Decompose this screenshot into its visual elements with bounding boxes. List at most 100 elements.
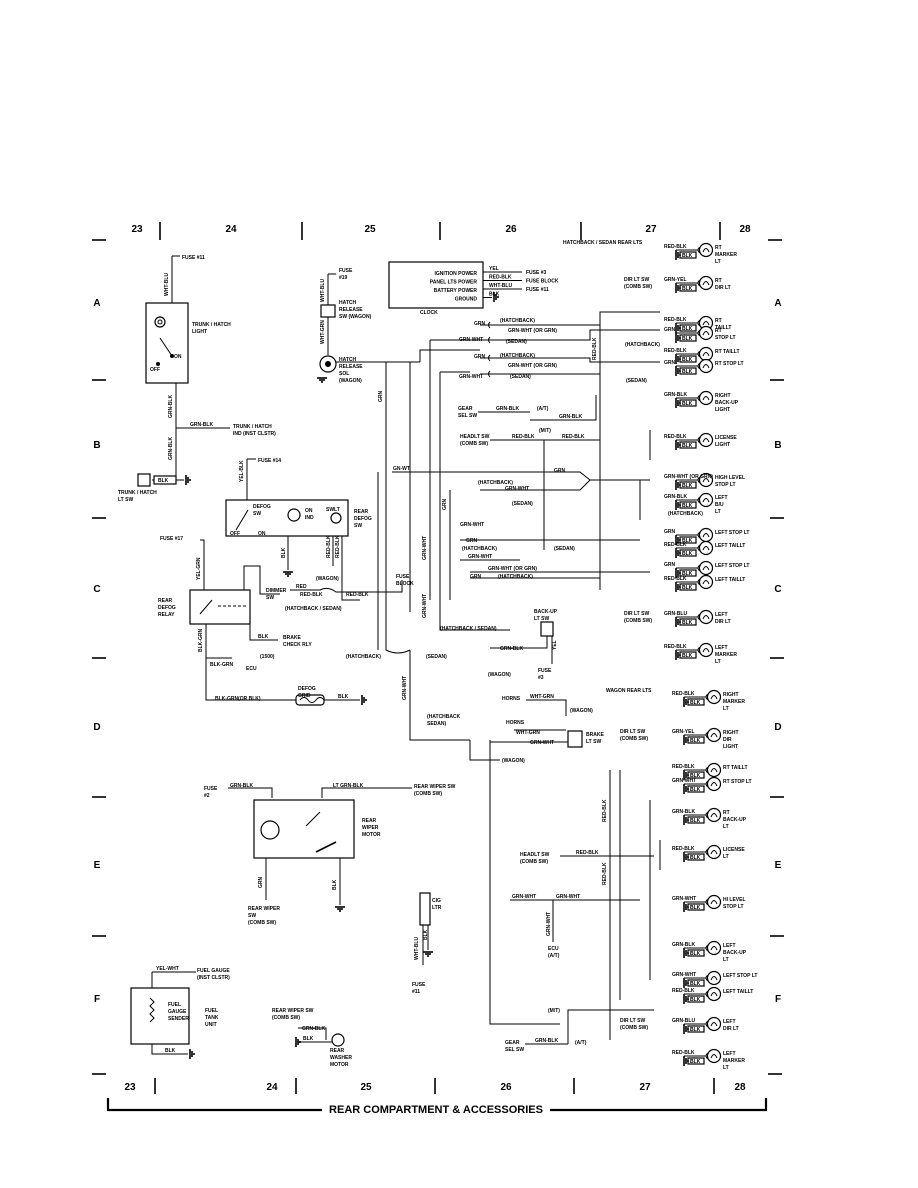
cig-ltr xyxy=(419,892,431,926)
lamp-label: LICENSE xyxy=(723,847,745,853)
hatchback-label: (HATCHBACK) xyxy=(462,546,497,552)
wire-label: BLK xyxy=(682,253,693,259)
cig-ltr-label: LTR xyxy=(432,905,442,911)
lamp-label: LT xyxy=(723,706,729,712)
backup-sw-label: BACK-UP xyxy=(534,609,558,615)
lamp-icon xyxy=(702,478,710,483)
switch-arm xyxy=(305,811,321,827)
lamp-icon xyxy=(710,695,718,700)
wire-label: RED-BLK xyxy=(672,764,695,770)
lamp-label: MARKER xyxy=(723,699,745,705)
defog-sw-label: SW xyxy=(253,511,261,517)
indicator-lamp-icon xyxy=(287,508,301,522)
headlt-sw-label: (COMB SW) xyxy=(520,859,548,865)
wire-grn-main xyxy=(385,362,411,654)
fuel-gauge-label: (INST CLSTR) xyxy=(197,975,230,981)
dir-lt-sw-label: (COMB SW) xyxy=(620,736,648,742)
lamp-label: MARKER xyxy=(715,252,737,258)
wire-label: BLK xyxy=(682,620,693,626)
wire-label: BLK xyxy=(690,1059,701,1065)
fuse-block-label: BLOCK xyxy=(396,581,414,587)
rear-wiper-sw-label: REAR WIPER xyxy=(248,906,280,912)
wire-wht-grn-horns xyxy=(526,699,567,716)
lamp-icon xyxy=(702,321,710,326)
hatch-sedan-label: (HATCHBACK / SEDAN) xyxy=(285,606,342,612)
rear-wiper-sw-label: (COMB SW) xyxy=(414,791,442,797)
hatchback-sedan-label: (HATCHBACK xyxy=(427,714,461,720)
lamp-icon xyxy=(710,946,718,951)
switch-state: ON xyxy=(258,531,266,537)
wire-label: GRN-BLK xyxy=(559,414,582,420)
lamp-icon xyxy=(697,329,701,337)
lamp-icon xyxy=(698,432,714,448)
dir-lt-sw-label: DIR LT SW xyxy=(624,611,649,617)
washer-motor xyxy=(331,1033,345,1047)
wire-label: WHT-BLU xyxy=(164,273,170,296)
lamp-icon xyxy=(157,319,163,325)
trunk-hatch-light-label: LIGHT xyxy=(192,329,207,335)
wire-label: RED-BLK xyxy=(664,348,687,354)
wire-label: BLK-GRN(OR BLK) xyxy=(215,696,261,702)
clock-power-box xyxy=(388,261,484,309)
lamp-label: HI LEVEL xyxy=(723,897,746,903)
lamp-label: DIR xyxy=(723,737,732,743)
brake-check-label: BRAKE xyxy=(283,635,301,641)
fuel-tank-label: UNIT xyxy=(205,1022,217,1028)
dir-lt-sw-label: (COMB SW) xyxy=(624,618,652,624)
at-label: (A/T) xyxy=(575,1040,587,1046)
lamp-icon xyxy=(697,646,701,654)
lamp-icon xyxy=(698,609,714,625)
lamp-label: LEFT TAILLT xyxy=(715,577,745,583)
wire-label: GRN-WHT xyxy=(512,894,536,900)
fuse-label: FUSE BLOCK xyxy=(526,279,559,285)
wire-label: GRN-WHT (OR GRN) xyxy=(488,566,537,572)
hatchback-label: (HATCHBACK) xyxy=(346,654,381,660)
ecu-label: ECU xyxy=(246,666,257,672)
fuse-label: #2 xyxy=(204,793,210,799)
lamp-icon xyxy=(710,900,718,905)
column-label: 25 xyxy=(364,224,376,235)
wire-label: RED-BLK xyxy=(602,862,608,885)
lamp-icon xyxy=(698,242,714,258)
defog-grid-label: DEFOG xyxy=(298,686,316,692)
wire-label: BLK xyxy=(682,585,693,591)
lamp-icon xyxy=(697,436,701,444)
relay-contact xyxy=(199,599,213,615)
lamp-icon xyxy=(705,780,709,788)
trunk-hatch-lt-sw-label: TRUNK / HATCH xyxy=(118,490,157,496)
lamp-label: LEFT STOP LT xyxy=(723,973,757,979)
wire-label: GRN xyxy=(664,360,676,366)
wire-label: BLK xyxy=(682,443,693,449)
lamp-icon xyxy=(706,689,722,705)
rear-wiper-motor-label: WIPER xyxy=(362,825,379,831)
wire-grn-blk-backup xyxy=(530,395,597,421)
wire-label: RED-BLK xyxy=(335,535,341,558)
lamp-icon xyxy=(705,944,709,952)
hatch-release-sw xyxy=(320,304,336,318)
wire-label: RED-BLK xyxy=(576,850,599,856)
wire-label: BLK xyxy=(690,738,701,744)
dimmer-sw-label: SW xyxy=(266,595,274,601)
lamp-icon xyxy=(702,352,710,357)
rear-defog-sw-label: REAR xyxy=(354,509,369,515)
lamp-icon xyxy=(702,546,710,551)
switch-contact xyxy=(170,354,174,358)
lamp-icon xyxy=(710,1022,718,1027)
lamp-icon xyxy=(706,727,722,743)
wire-label: GRN xyxy=(554,468,566,474)
lamp-icon xyxy=(698,527,714,543)
column-label: 25 xyxy=(360,1082,372,1093)
row-label: F xyxy=(775,994,781,1005)
hatch-release-sw-label: HATCH xyxy=(339,300,357,306)
brake-sw-label: LT SW xyxy=(586,739,601,745)
wire-label: BLK xyxy=(338,694,349,700)
defog-grid-label: GRID xyxy=(298,693,311,699)
row-label: B xyxy=(93,440,100,451)
wire-label: GRN xyxy=(466,538,478,544)
wire-label: GRN xyxy=(258,877,264,889)
wire-label: GRN xyxy=(470,574,482,580)
wire-label: BLK xyxy=(281,547,287,558)
headlt-sw-label: (COMB SW) xyxy=(460,441,488,447)
lamp-icon xyxy=(698,642,714,658)
lamp-label: RT xyxy=(715,245,722,251)
